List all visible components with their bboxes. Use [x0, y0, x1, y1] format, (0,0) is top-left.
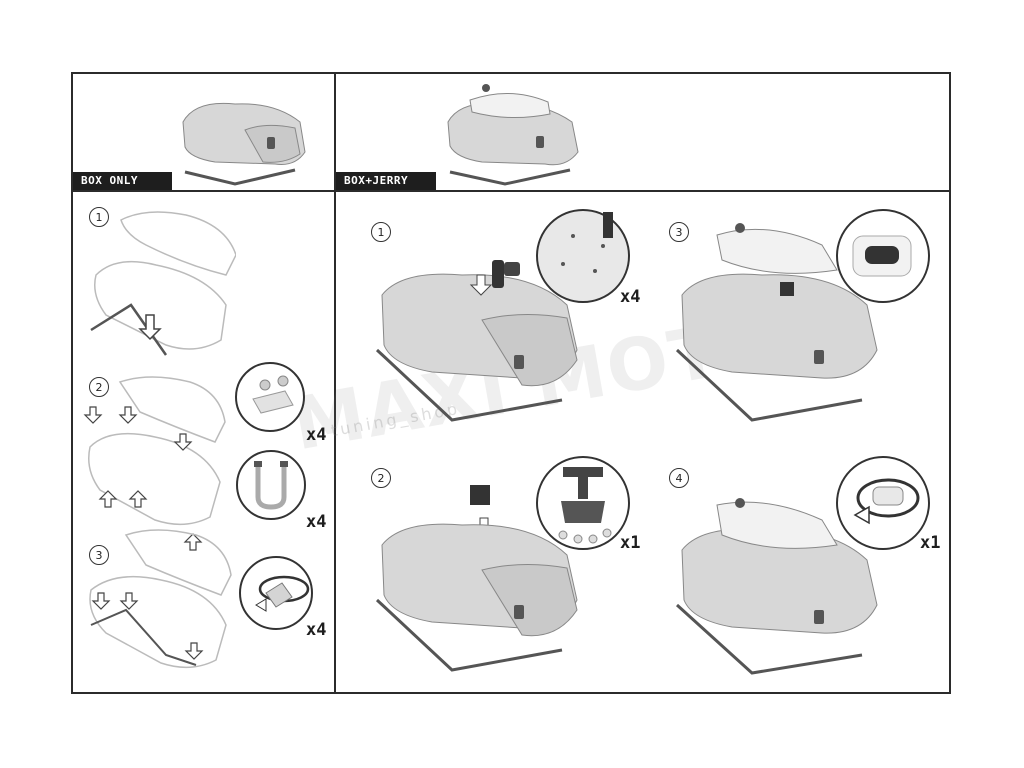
left-step-2-qty-bottom: x4	[306, 512, 327, 532]
drill-icon	[492, 260, 520, 288]
right-step-4-illustration	[675, 498, 878, 675]
left-callout-2	[236, 450, 306, 520]
left-step-2-illustration	[83, 376, 226, 551]
instruction-sheet-frame	[71, 72, 951, 694]
row-divider	[71, 190, 951, 192]
left-callout-1	[235, 362, 305, 432]
box-jerry-illustration	[447, 84, 579, 186]
right-step-3-illustration	[675, 223, 878, 422]
right-step-2-qty: x1	[620, 533, 641, 553]
column-divider	[334, 72, 336, 694]
right-step-1-number: 1	[371, 222, 391, 242]
right-callout-3	[836, 209, 930, 303]
right-step-1-illustration	[375, 273, 578, 422]
left-step-3-number: 3	[89, 545, 109, 565]
right-step-1-qty: x4	[620, 287, 641, 307]
left-step-1-illustration	[90, 211, 236, 356]
box-only-illustration	[182, 102, 306, 186]
right-callout-2	[536, 456, 630, 550]
box-only-label: BOX ONLY	[73, 172, 172, 190]
box-jerry-label: BOX+JERRY CANS	[336, 172, 436, 205]
right-step-2-number: 2	[371, 468, 391, 488]
right-callout-1	[536, 209, 630, 303]
right-step-4-number: 4	[669, 468, 689, 488]
left-step-1-number: 1	[89, 207, 109, 227]
left-step-2-qty-top: x4	[306, 425, 327, 445]
left-step-3-qty: x4	[306, 620, 327, 640]
left-step-3-illustration	[89, 529, 232, 669]
right-step-3-number: 3	[669, 222, 689, 242]
left-callout-3	[239, 556, 313, 630]
right-step-4-qty: x1	[920, 533, 941, 553]
left-step-2-number: 2	[89, 377, 109, 397]
right-step-2-illustration	[375, 485, 578, 672]
right-callout-4	[836, 456, 930, 550]
